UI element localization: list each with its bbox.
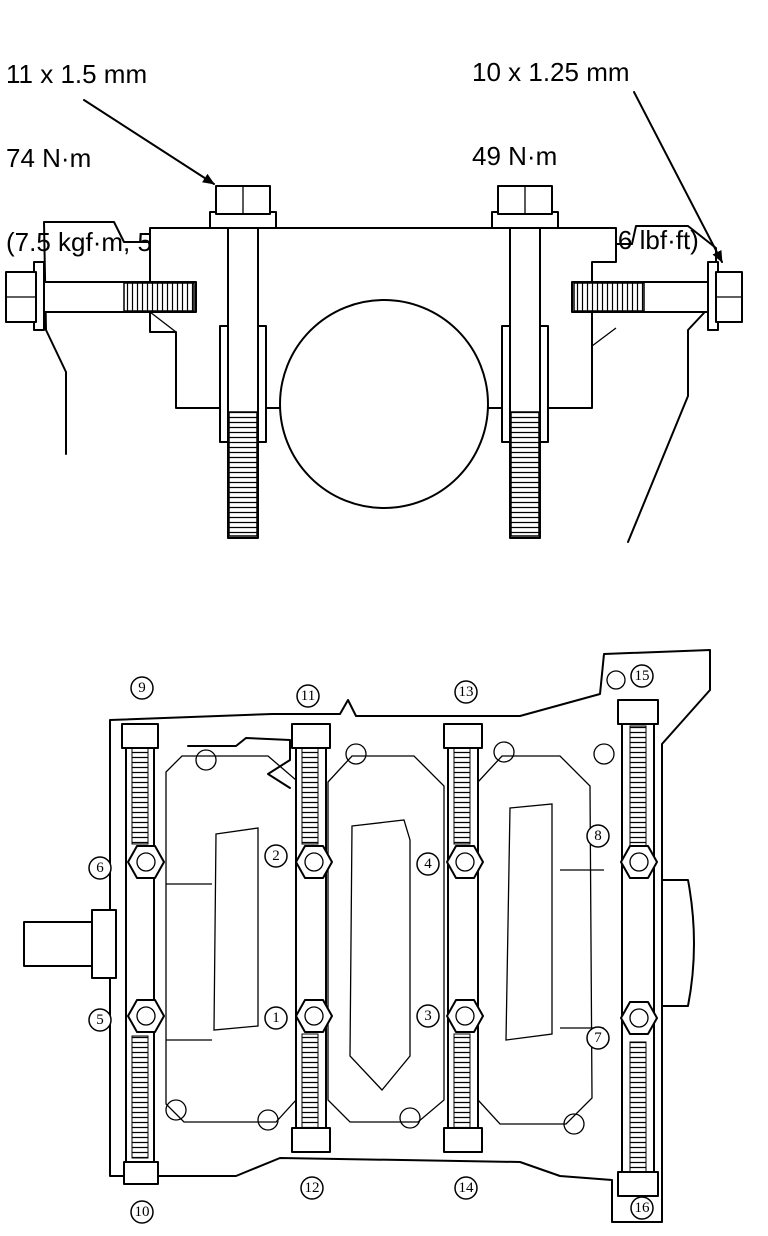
svg-text:4: 4 — [424, 856, 432, 872]
bearing-cap-plan-view: 1 2 3 4 5 6 7 8 9 10 11 12 13 14 15 16 — [23, 649, 711, 1224]
leader-arrow-left — [83, 99, 215, 185]
seq-label-2: 2 — [264, 844, 288, 868]
vertical-bolt-right — [491, 185, 559, 539]
seq-label-7: 7 — [586, 1026, 610, 1050]
web-3 — [477, 755, 593, 1125]
leader-arrow-right — [633, 91, 723, 263]
seq-label-11: 11 — [296, 684, 320, 708]
side-bolt-left — [5, 261, 197, 331]
seq-label-8: 8 — [586, 824, 610, 848]
svg-text:15: 15 — [635, 668, 650, 684]
seq-label-9: 9 — [130, 676, 154, 700]
side-bolt-right — [571, 261, 743, 331]
svg-text:10: 10 — [135, 1204, 150, 1220]
svg-text:7: 7 — [594, 1030, 602, 1046]
seq-label-6: 6 — [88, 856, 112, 880]
seq-label-1: 1 — [264, 1006, 288, 1030]
block-outline-right — [615, 225, 717, 543]
seq-label-3: 3 — [416, 1004, 440, 1028]
seq-label-12: 12 — [300, 1176, 324, 1200]
svg-text:13: 13 — [459, 684, 474, 700]
web-1 — [165, 755, 297, 1123]
bolt-size-left: 11 x 1.5 mm — [6, 59, 148, 89]
svg-text:2: 2 — [272, 848, 280, 864]
crank-journal — [279, 299, 489, 509]
crankshaft-end — [23, 909, 117, 979]
svg-text:6: 6 — [96, 860, 104, 876]
svg-text:1: 1 — [272, 1010, 280, 1026]
seq-label-14: 14 — [454, 1176, 478, 1200]
torque-nm-right: 49 N·m — [472, 141, 558, 171]
seq-label-4: 4 — [416, 852, 440, 876]
cap-outline — [109, 649, 711, 1223]
bolt-size-right: 10 x 1.25 mm — [472, 57, 630, 87]
vertical-bolt-left — [209, 185, 277, 539]
seq-label-16: 16 — [630, 1196, 654, 1220]
svg-text:3: 3 — [424, 1008, 432, 1024]
bolt-columns — [121, 699, 659, 1197]
svg-text:9: 9 — [138, 680, 146, 696]
seq-label-15: 15 — [630, 664, 654, 688]
svg-text:16: 16 — [635, 1200, 651, 1216]
svg-text:5: 5 — [96, 1012, 104, 1028]
oil-holes — [165, 670, 626, 1135]
side-bolt-heads — [127, 845, 658, 1035]
bearing-cap-side-view — [5, 91, 743, 543]
seq-label-10: 10 — [130, 1200, 154, 1224]
seq-label-13: 13 — [454, 680, 478, 704]
seq-label-5: 5 — [88, 1008, 112, 1032]
svg-text:14: 14 — [459, 1180, 475, 1196]
svg-text:12: 12 — [305, 1180, 320, 1196]
svg-text:11: 11 — [301, 688, 315, 704]
svg-text:8: 8 — [594, 828, 602, 844]
right-boss — [661, 879, 695, 1007]
torque-nm-left: 74 N·m — [6, 143, 92, 173]
web-2 — [327, 755, 445, 1123]
block-outline-left — [43, 221, 151, 455]
tightening-sequence-labels: 1 2 3 4 5 6 7 8 9 10 11 12 13 14 15 16 — [88, 664, 654, 1224]
